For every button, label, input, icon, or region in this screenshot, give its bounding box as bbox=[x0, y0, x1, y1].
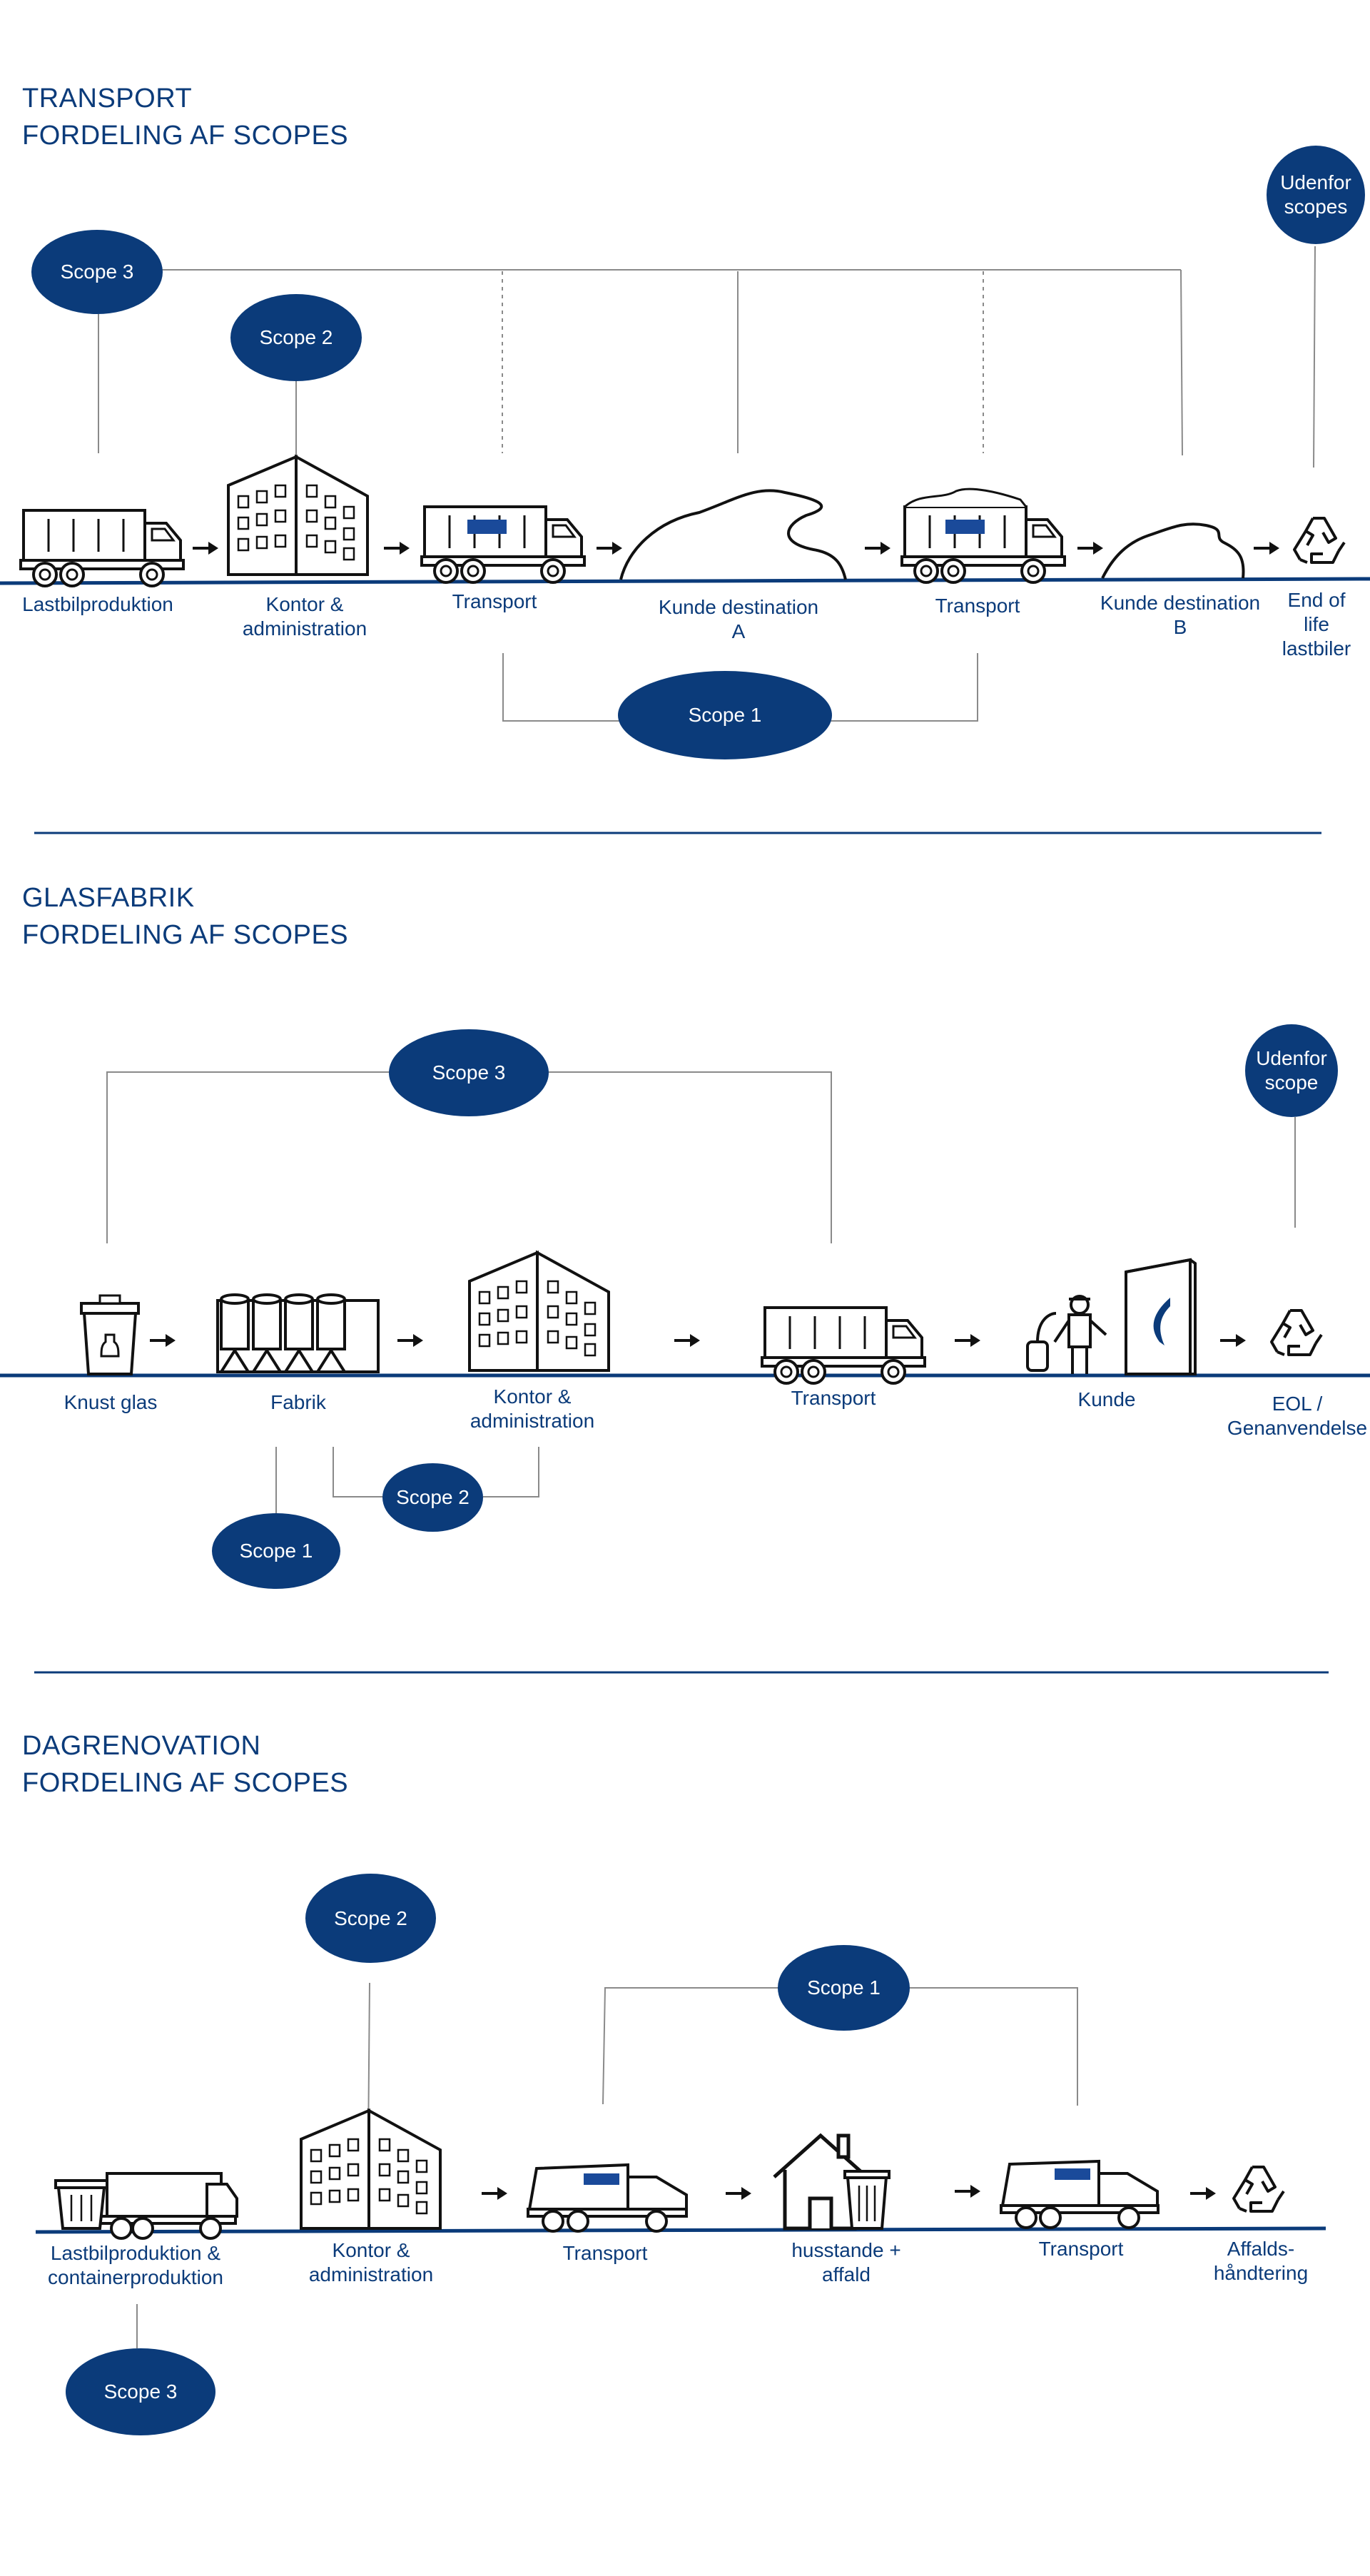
truck-icon bbox=[761, 1306, 926, 1385]
recycle-icon bbox=[1293, 517, 1346, 564]
landscape-icon bbox=[619, 489, 847, 580]
landscape-icon bbox=[1101, 522, 1245, 579]
step-label: Transport bbox=[452, 590, 537, 612]
garbage-truck-icon bbox=[84, 2172, 238, 2240]
section-subtitle-line: FORDELING AF SCOPES bbox=[22, 121, 349, 151]
arrow-right-icon bbox=[953, 1333, 982, 1348]
section-title-line: DAGRENOVATION bbox=[22, 1731, 261, 1761]
waste-container-icon bbox=[843, 2170, 890, 2230]
step-label: Transport bbox=[562, 2242, 648, 2264]
waste-container-icon bbox=[54, 2179, 108, 2230]
office-building-icon bbox=[227, 455, 369, 576]
office-building-icon bbox=[300, 2109, 442, 2230]
step-label: EOL / Genanvendelse bbox=[1227, 1393, 1368, 1439]
garbage-truck-icon bbox=[527, 2163, 688, 2233]
step-label: End of life lastbiler bbox=[1282, 589, 1351, 660]
step-label: Knust glas bbox=[64, 1391, 158, 1413]
truck-icon bbox=[420, 505, 586, 584]
arrow-right-icon bbox=[1076, 540, 1105, 556]
section-title-transport: TRANSPORT FORDELING AF SCOPES bbox=[22, 80, 348, 154]
section-title-dagrenovation: DAGRENOVATION FORDELING AF SCOPES bbox=[22, 1727, 348, 1802]
arrow-right-icon bbox=[1189, 2186, 1217, 2201]
step-label: Kontor & administration bbox=[308, 2239, 434, 2285]
step-label: Kontor & administration bbox=[470, 1385, 595, 1432]
scope-1-badge: Scope 1 bbox=[618, 671, 832, 759]
step-label: Kunde destination B bbox=[1100, 592, 1261, 638]
arrow-right-icon bbox=[724, 2186, 753, 2201]
out-of-scope-badge: Udenfor scopes bbox=[1267, 146, 1365, 244]
section-title-glasfabrik: GLASFABRIK FORDELING AF SCOPES bbox=[22, 879, 348, 954]
truck-icon bbox=[900, 505, 1066, 584]
recycle-icon bbox=[1232, 2166, 1285, 2213]
arrow-right-icon bbox=[595, 540, 624, 556]
arrow-right-icon bbox=[953, 2183, 982, 2199]
glasfabrik-connectors bbox=[106, 1071, 1296, 1513]
scope-1-badge: Scope 1 bbox=[212, 1513, 340, 1589]
arrow-right-icon bbox=[673, 1333, 701, 1348]
scope-3-badge: Scope 3 bbox=[66, 2348, 215, 2435]
scope-2-badge: Scope 2 bbox=[382, 1463, 483, 1532]
garbage-truck-icon bbox=[1000, 2159, 1160, 2229]
house-icon bbox=[773, 2133, 868, 2231]
step-label: Kontor & administration bbox=[242, 593, 367, 640]
arrow-right-icon bbox=[1252, 540, 1281, 556]
step-label: Affalds- håndtering bbox=[1213, 2238, 1309, 2284]
scope-3-badge: Scope 3 bbox=[31, 230, 163, 314]
office-building-icon bbox=[468, 1251, 610, 1372]
worker-icon bbox=[1026, 1295, 1107, 1374]
step-label: Lastbilproduktion bbox=[22, 593, 173, 615]
step-label: Transport bbox=[791, 1387, 876, 1409]
arrow-right-icon bbox=[396, 1333, 425, 1348]
arrow-right-icon bbox=[1219, 1333, 1247, 1348]
truck-icon bbox=[19, 509, 185, 587]
step-label: Fabrik bbox=[270, 1391, 326, 1413]
step-label: Transport bbox=[1038, 2238, 1124, 2260]
section-title-line: GLASFABRIK bbox=[22, 883, 195, 913]
dagrenovation-ground-line bbox=[35, 2226, 1326, 2234]
scope-2-badge: Scope 2 bbox=[305, 1874, 436, 1963]
recycle-icon bbox=[1270, 1309, 1323, 1356]
scope-2-badge: Scope 2 bbox=[230, 294, 362, 381]
step-label: husstande + affald bbox=[791, 2239, 901, 2285]
step-label: Transport bbox=[935, 595, 1020, 617]
section-subtitle-line: FORDELING AF SCOPES bbox=[22, 1768, 349, 1798]
step-label: Lastbilproduktion & containerproduktion bbox=[48, 2242, 223, 2288]
step-label: Kunde destination A bbox=[658, 596, 819, 642]
arrow-right-icon bbox=[863, 540, 892, 556]
arrow-right-icon bbox=[480, 2186, 509, 2201]
transport-ground-line bbox=[0, 577, 1370, 585]
section-subtitle-line: FORDELING AF SCOPES bbox=[22, 920, 349, 950]
glass-bin-icon bbox=[80, 1294, 140, 1375]
sign-icon bbox=[1125, 1258, 1197, 1375]
scope-3-badge: Scope 3 bbox=[389, 1029, 549, 1116]
section-title-line: TRANSPORT bbox=[22, 84, 193, 113]
transport-connectors bbox=[98, 246, 1316, 722]
step-label: Kunde bbox=[1077, 1388, 1136, 1410]
out-of-scope-badge: Udenfor scope bbox=[1245, 1024, 1338, 1117]
arrow-right-icon bbox=[191, 540, 220, 556]
arrow-right-icon bbox=[382, 540, 411, 556]
arrow-right-icon bbox=[148, 1333, 177, 1348]
scope-1-badge: Scope 1 bbox=[778, 1945, 910, 2031]
silo-factory-icon bbox=[216, 1293, 380, 1373]
